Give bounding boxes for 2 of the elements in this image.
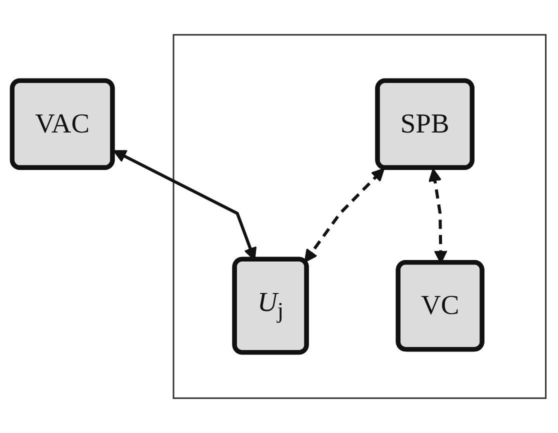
cluster	[172, 34, 547, 399]
arrow	[304, 168, 385, 263]
